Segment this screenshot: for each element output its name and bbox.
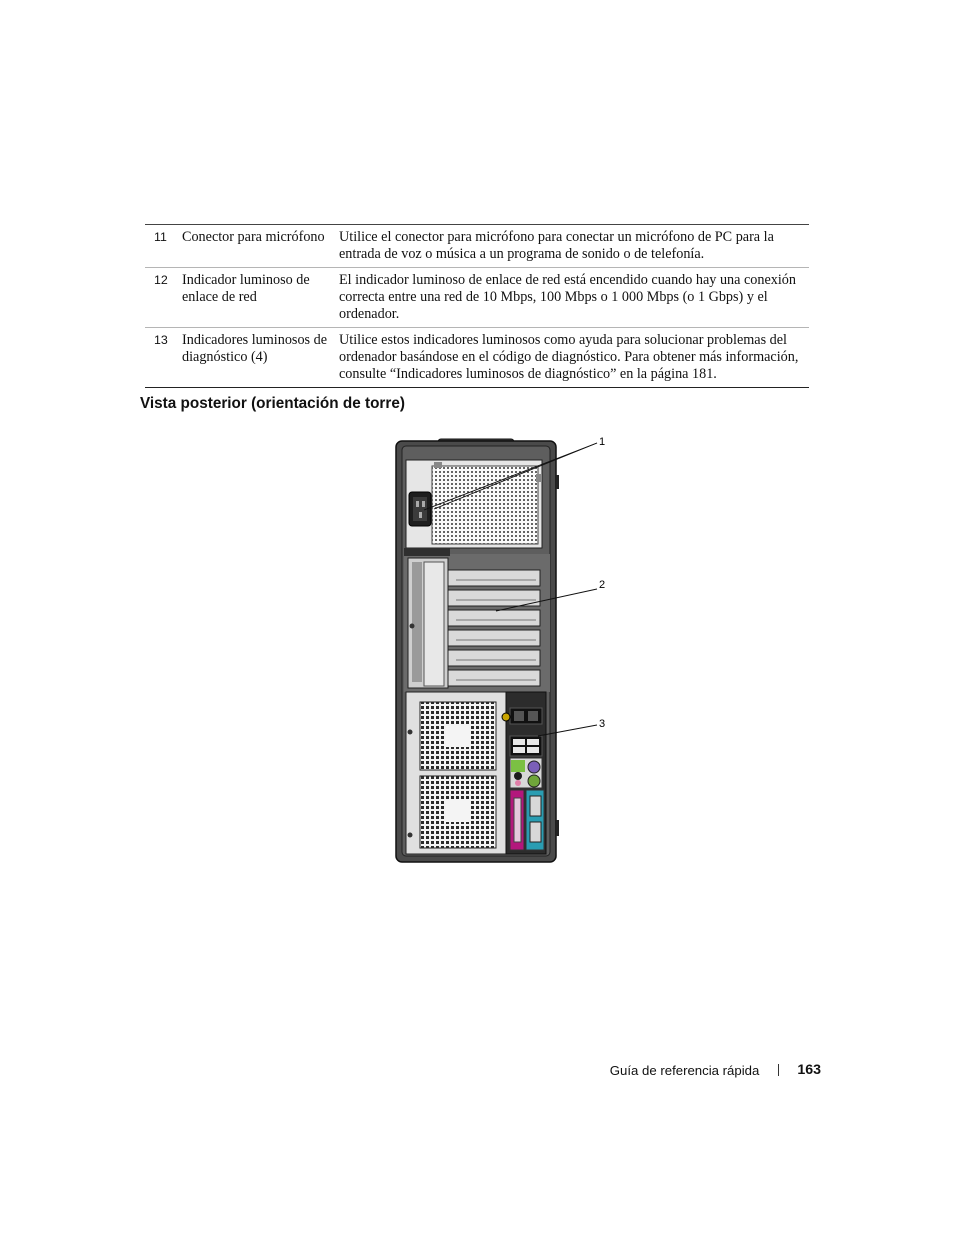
callout-line-1 — [433, 442, 598, 510]
callout-label: 3 — [599, 718, 605, 730]
footer-separator — [778, 1064, 780, 1076]
row-number: 11 — [154, 230, 167, 244]
computer-back-view-illustration: 1 2 3 — [395, 436, 605, 863]
table-row: 13 Indicadores luminosos de diagnóstico … — [145, 327, 809, 387]
callout-line-1 — [423, 442, 598, 511]
section-title: Vista posterior (orientación de torre) — [140, 395, 405, 412]
page-footer: Guía de referencia rápida 163 — [610, 1062, 821, 1078]
table-row: 11 Conector para micrófono Utilice el co… — [145, 225, 809, 267]
guide-title: Guía de referencia rápida — [609, 1062, 760, 1078]
row-name: Indicadores luminosos de diagnóstico (4) — [182, 332, 327, 365]
row-name: Indicador luminoso de enlace de red — [182, 272, 310, 305]
callout-line-2 — [495, 588, 598, 612]
callout-label: 1 — [599, 436, 605, 448]
callout-line-3 — [537, 724, 598, 737]
row-number: 12 — [154, 273, 168, 287]
row-name: Conector para micrófono — [182, 229, 325, 245]
row-number: 13 — [154, 333, 168, 347]
page-number: 163 — [797, 1062, 821, 1078]
table-row: 12 Indicador luminoso de enlace de red E… — [145, 267, 809, 327]
component-table: 11 Conector para micrófono Utilice el co… — [145, 224, 809, 388]
callout-label: 2 — [599, 579, 605, 591]
expansion-card-slots — [447, 569, 541, 687]
row-description: El indicador luminoso de enlace de red e… — [339, 272, 796, 322]
row-description: Utilice estos indicadores luminosos como… — [339, 332, 799, 382]
row-description: Utilice el conector para micrófono para … — [339, 229, 774, 262]
